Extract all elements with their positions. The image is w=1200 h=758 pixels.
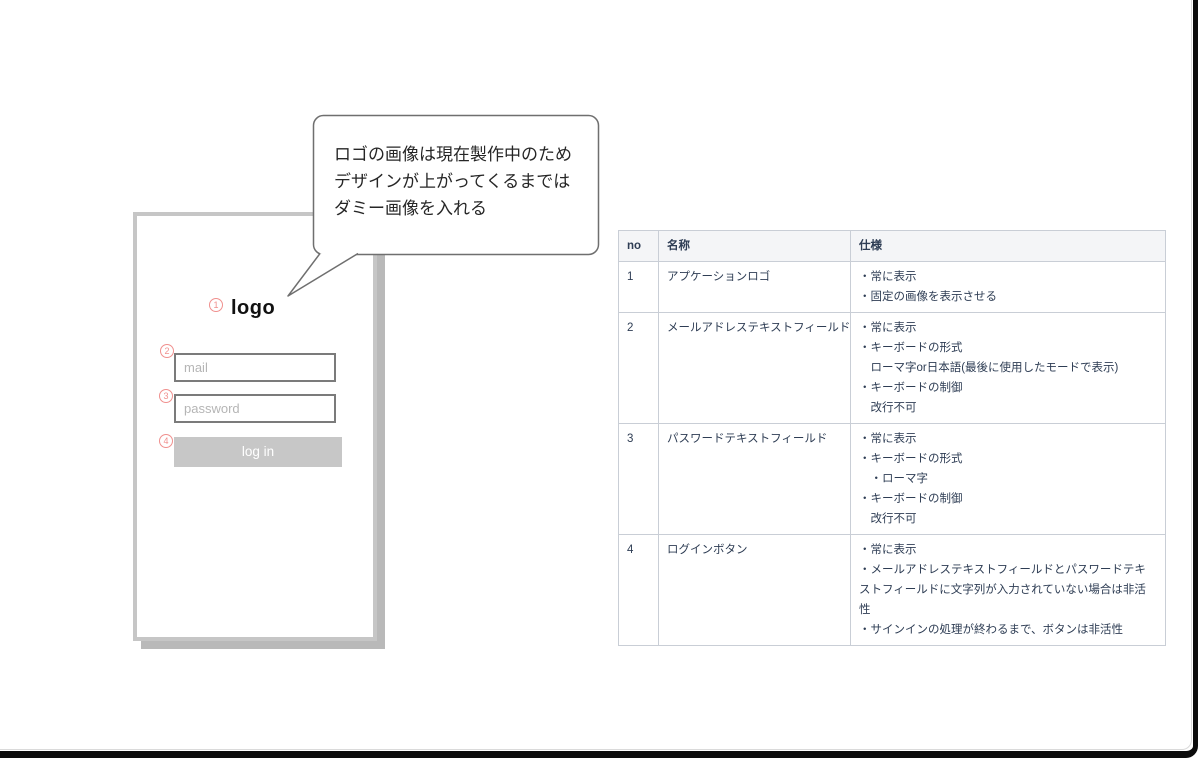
col-header-spec: 仕様 xyxy=(850,230,1166,262)
cell-spec: ・常に表示 ・キーボードの形式 ローマ字or日本語(最後に使用したモードで表示)… xyxy=(850,312,1166,424)
cell-spec: ・常に表示 ・キーボードの形式 ・ローマ字 ・キーボードの制御 改行不可 xyxy=(850,423,1166,535)
spec-line: 改行不可 xyxy=(859,513,917,525)
spec-line: ・メールアドレステキストフィールドとパスワードテキ xyxy=(859,564,1146,576)
col-header-name: 名称 xyxy=(658,230,851,262)
table-row: 1 アプケーションロゴ ・常に表示 ・固定の画像を表示させる xyxy=(618,261,1166,313)
spec-line: ・キーボードの形式 xyxy=(859,453,963,465)
spec-line: ・常に表示 xyxy=(859,544,917,556)
spec-line: ・ローマ字 xyxy=(859,473,928,485)
cell-name: ログインボタン xyxy=(658,534,851,646)
cell-no: 2 xyxy=(618,312,659,424)
spec-line: ローマ字or日本語(最後に使用したモードで表示) xyxy=(859,362,1119,374)
callout-line: デザインが上がってくるまでは xyxy=(334,172,571,191)
annotation-badge-password: 3 xyxy=(159,389,173,403)
password-input[interactable] xyxy=(174,394,336,423)
spec-line: 改行不可 xyxy=(859,402,917,414)
callout-line: ダミー画像を入れる xyxy=(334,199,487,218)
cell-name: メールアドレステキストフィールド xyxy=(658,312,851,424)
spec-line: ・常に表示 xyxy=(859,271,917,283)
mail-input[interactable] xyxy=(174,353,336,382)
cell-no: 4 xyxy=(618,534,659,646)
callout-bubble xyxy=(287,114,600,297)
spec-line: ・常に表示 xyxy=(859,322,917,334)
col-header-no: no xyxy=(618,230,659,262)
app-logo: logo xyxy=(231,297,276,319)
callout-line: ロゴの画像は現在製作中のため xyxy=(334,145,572,164)
table-row: 4 ログインボタン ・常に表示 ・メールアドレステキストフィールドとパスワードテ… xyxy=(618,534,1166,646)
annotation-badge-logo: 1 xyxy=(209,298,223,312)
callout-bubble-tail xyxy=(287,252,359,297)
table-row: 2 メールアドレステキストフィールド ・常に表示 ・キーボードの形式 ローマ字o… xyxy=(618,312,1166,424)
annotation-badge-login: 4 xyxy=(159,434,173,448)
cell-spec: ・常に表示 ・固定の画像を表示させる xyxy=(850,261,1166,313)
spec-line: ・常に表示 xyxy=(859,433,917,445)
cell-no: 1 xyxy=(618,261,659,313)
spec-line: ・サインインの処理が終わるまで、ボタンは非活性 xyxy=(859,624,1124,636)
callout-bubble-body xyxy=(312,114,600,256)
spec-line: ・キーボードの制御 xyxy=(859,493,963,505)
callout-text: ロゴの画像は現在製作中のため デザインが上がってくるまでは ダミー画像を入れる xyxy=(334,141,572,222)
spec-line: ・固定の画像を表示させる xyxy=(859,291,997,303)
spec-table-header-row: no 名称 仕様 xyxy=(618,230,1166,262)
cell-spec: ・常に表示 ・メールアドレステキストフィールドとパスワードテキ ストフィールドに… xyxy=(850,534,1166,646)
spec-line: ・キーボードの制御 xyxy=(859,382,963,394)
table-row: 3 パスワードテキストフィールド ・常に表示 ・キーボードの形式 ・ローマ字 ・… xyxy=(618,423,1166,535)
spec-line: ストフィールドに文字列が入力されていない場合は非活 xyxy=(859,584,1146,596)
spec-table: no 名称 仕様 1 アプケーションロゴ ・常に表示 ・固定の画像を表示させる … xyxy=(618,230,1166,646)
cell-name: アプケーションロゴ xyxy=(658,261,851,313)
cell-no: 3 xyxy=(618,423,659,535)
spec-line: ・キーボードの形式 xyxy=(859,342,963,354)
phone-frame xyxy=(133,212,377,641)
annotation-badge-mail: 2 xyxy=(160,344,174,358)
cell-name: パスワードテキストフィールド xyxy=(658,423,851,535)
login-button[interactable]: log in xyxy=(174,437,342,467)
spec-line: 性 xyxy=(859,604,871,616)
